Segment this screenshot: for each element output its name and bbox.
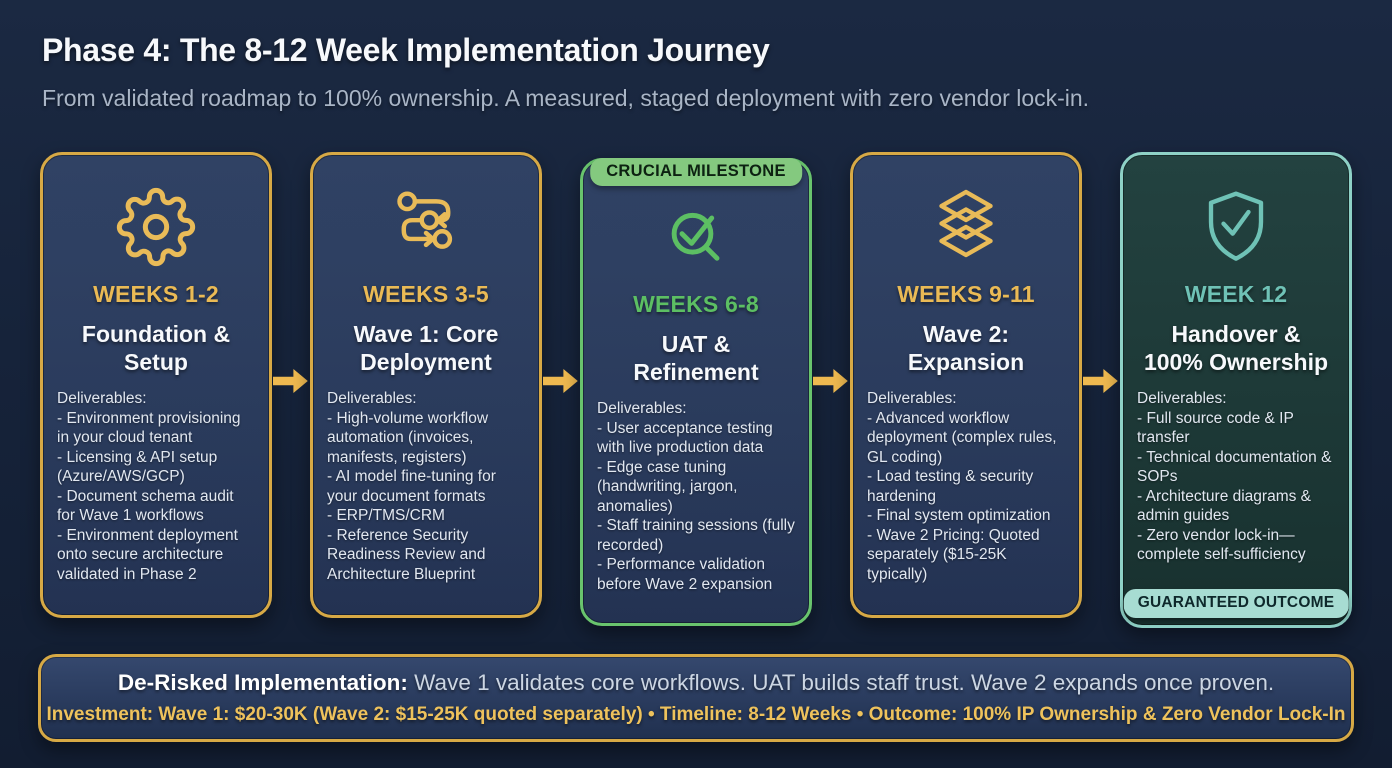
check-magnifier-icon <box>654 197 738 281</box>
phase-card-weeks-3-5: WEEKS 3-5 Wave 1: Core Deployment Delive… <box>310 152 542 618</box>
flow-arrow-icon <box>1083 369 1118 393</box>
week-range-label: WEEKS 6-8 <box>633 291 759 317</box>
phase-card-weeks-6-8: CRUCIAL MILESTONE WEEKS 6-8 UAT & Refine… <box>580 158 812 626</box>
milestone-badge: CRUCIAL MILESTONE <box>590 158 802 186</box>
page-title: Phase 4: The 8-12 Week Implementation Jo… <box>42 32 770 68</box>
summary-banner: De-Risked Implementation: Wave 1 validat… <box>38 654 1354 742</box>
card-title: Wave 1: Core Deployment <box>353 321 499 375</box>
card-title: UAT & Refinement <box>633 331 759 385</box>
banner-summary-highlight: De-Risked Implementation: <box>117 670 408 695</box>
deliverables-list: - User acceptance testing with live prod… <box>597 419 795 593</box>
week-range-label: WEEKS 3-5 <box>363 281 489 307</box>
deliverables-block: Deliverables: - Environment provisioning… <box>57 389 255 584</box>
deliverables-label: Deliverables: <box>57 390 147 408</box>
deliverables-block: Deliverables: - User acceptance testing … <box>597 399 795 594</box>
week-range-label: WEEKS 9-11 <box>897 281 1035 307</box>
deliverables-block: Deliverables: - Advanced workflow deploy… <box>867 389 1065 584</box>
phase-card-weeks-1-2: WEEKS 1-2 Foundation & Setup Deliverable… <box>40 152 272 618</box>
phase-card-weeks-9-11: WEEKS 9-11 Wave 2: Expansion Deliverable… <box>850 152 1082 618</box>
outcome-badge: GUARANTEED OUTCOME <box>1123 589 1349 618</box>
phase-card-week-12: WEEK 12 Handover & 100% Ownership Delive… <box>1120 152 1352 628</box>
deliverables-label: Deliverables: <box>597 400 687 418</box>
flow-arrow-icon <box>543 369 578 393</box>
deliverables-block: Deliverables: - High-volume workflow aut… <box>327 389 525 584</box>
deliverables-label: Deliverables: <box>867 390 957 408</box>
deliverables-label: Deliverables: <box>327 390 417 408</box>
deliverables-label: Deliverables: <box>1137 390 1227 408</box>
page-subtitle: From validated roadmap to 100% ownership… <box>42 85 1090 111</box>
card-title: Foundation & Setup <box>81 321 231 375</box>
card-title: Wave 2: Expansion <box>907 321 1025 375</box>
flow-arrow-icon <box>273 369 308 393</box>
week-range-label: WEEK 12 <box>1184 281 1288 307</box>
shield-check-icon <box>1196 183 1276 271</box>
week-range-label: WEEKS 1-2 <box>93 281 219 307</box>
deliverables-block: Deliverables: - Full source code & IP tr… <box>1137 389 1335 565</box>
banner-summary-text: De-Risked Implementation: Wave 1 validat… <box>118 670 1274 696</box>
deliverables-list: - Environment provisioning in your cloud… <box>57 409 241 583</box>
deliverables-list: - Full source code & IP transfer - Techn… <box>1137 409 1332 564</box>
layers-icon <box>924 183 1008 271</box>
deliverables-list: - Advanced workflow deployment (complex … <box>867 409 1057 583</box>
workflow-icon <box>385 183 467 271</box>
banner-investment-text: Investment: Wave 1: $20-30K (Wave 2: $15… <box>46 704 1346 725</box>
flow-arrow-icon <box>813 369 848 393</box>
deliverables-list: - High-volume workflow automation (invoi… <box>327 409 496 583</box>
gear-icon <box>116 183 196 271</box>
banner-summary-rest: Wave 1 validates core workflows. UAT bui… <box>407 670 1275 695</box>
card-title: Handover & 100% Ownership <box>1143 321 1329 375</box>
